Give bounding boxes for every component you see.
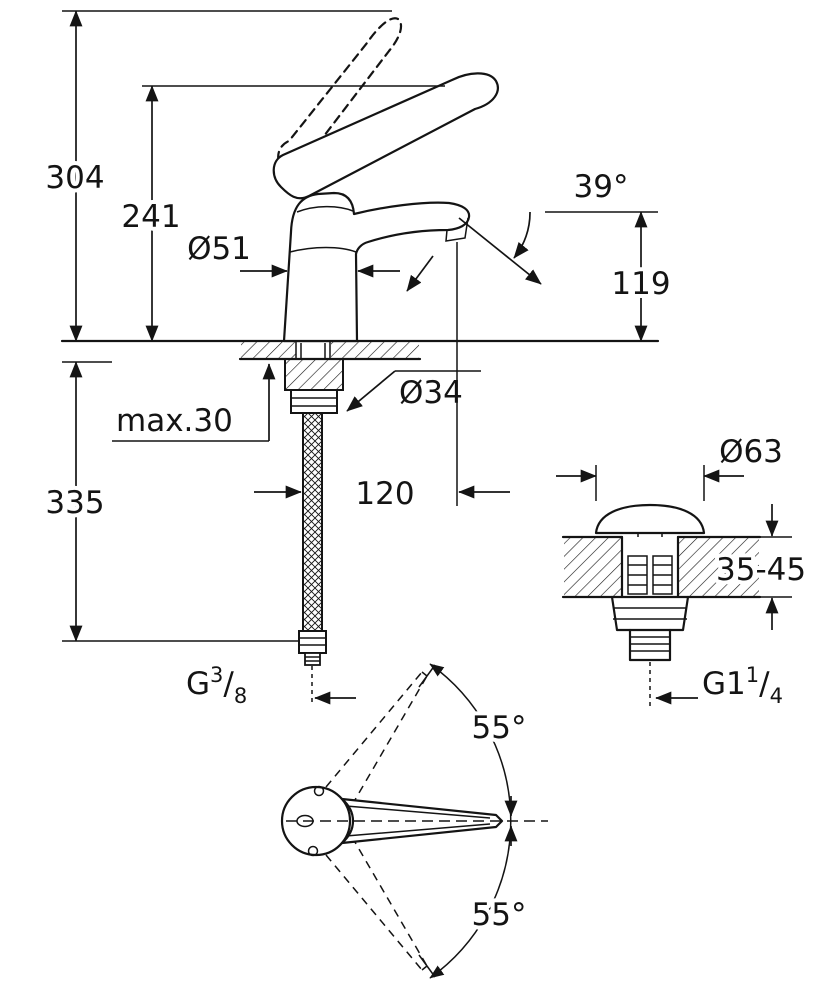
hose-nipple-thread (305, 656, 320, 662)
waste-thread-label: G11/4 (702, 663, 783, 708)
dim-body-diameter-label: Ø51 (187, 231, 251, 267)
lever-rest-solid (272, 72, 499, 200)
waste-cap (594, 503, 706, 535)
lever-dome-joint (296, 205, 354, 213)
waste-locknut (610, 595, 690, 632)
mounting-hole-edges (295, 341, 331, 359)
faucet-side-view (272, 17, 499, 343)
faucet-body (282, 191, 471, 343)
deck-section (60, 339, 660, 361)
swing-arc-end-ticks (418, 664, 436, 978)
dim-waste-deck-thickness: 35-45 (712, 504, 810, 630)
popup-waste-detail (561, 503, 792, 708)
dim-hole-diameter: Ø34 (346, 370, 481, 415)
waste-threaded-tail (628, 628, 672, 662)
dim-stream-angle: 39° (406, 165, 658, 292)
dim-max-deck-thickness: max.30 (112, 363, 276, 443)
hose-end-nut-facets (299, 637, 326, 646)
dim-lever-height-label: 241 (121, 199, 180, 235)
dim-swing-down-label: 55° (472, 897, 527, 933)
dim-stream-angle-label: 39° (574, 169, 629, 205)
label-waste-thread: G11/4 (655, 659, 787, 712)
shank-in-hole (300, 343, 326, 359)
screw-dot-top (313, 785, 325, 797)
hose-end-nut (298, 630, 327, 654)
dim-swing-up-label: 55° (472, 710, 527, 746)
dim-spout-reach-label: 120 (355, 476, 414, 512)
hose-nipple (304, 652, 321, 666)
flexible-hose (298, 412, 327, 706)
dim-outlet-height: 119 (607, 211, 675, 342)
spout-outlet (445, 217, 469, 242)
dim-outlet-height-label: 119 (611, 266, 670, 302)
dim-max-deck-thickness-label: max.30 (116, 403, 233, 439)
dim-lever-height: 241 (117, 85, 445, 342)
waste-cap-stem (637, 533, 663, 537)
dim-spout-reach: 120 (254, 242, 510, 516)
dim-waste-flange: Ø63 (556, 430, 787, 501)
dim-hose-length-label: 335 (45, 485, 104, 521)
hose-thread-label: G3/8 (186, 663, 247, 708)
screw-dot-bottom (307, 845, 319, 857)
dim-total-height-label: 304 (45, 160, 104, 196)
dim-hose-length: 335 (41, 361, 298, 642)
waste-body (620, 535, 680, 599)
dim-body-diameter: Ø51 (183, 227, 400, 278)
handle-up-dashed (325, 671, 428, 806)
label-hose-thread: G3/8 (182, 659, 356, 712)
dim-waste-flange-label: Ø63 (719, 434, 783, 470)
mounting-nut (290, 389, 338, 414)
dim-total-height: 304 (41, 10, 392, 342)
handle-down-dashed (325, 836, 428, 971)
handle-top-view: 55° 55° (280, 663, 548, 979)
seal-washer (284, 358, 344, 391)
dim-hole-diameter-label: Ø34 (399, 375, 463, 411)
mounting-nut-facets (291, 397, 337, 407)
mounting-assembly (284, 358, 344, 414)
body-ring-joint (289, 246, 357, 253)
dim-waste-deck-thickness-label: 35-45 (716, 552, 806, 588)
hose-braid (302, 412, 323, 632)
